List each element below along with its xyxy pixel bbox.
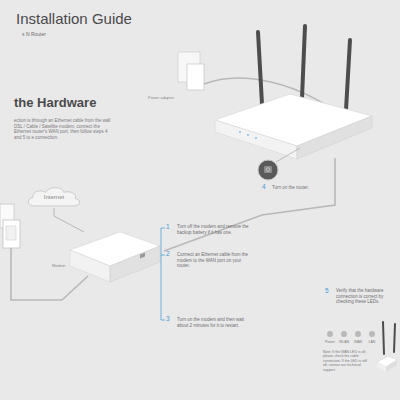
step-text: Verify that the hardware connection is c… xyxy=(336,288,392,305)
callout-number: 3 xyxy=(166,315,175,323)
router-body xyxy=(215,94,372,159)
note-text: Note: If the WAN LED is off, please chec… xyxy=(323,350,371,372)
subtitle: s N Router xyxy=(22,31,102,37)
ethernet-cable xyxy=(164,158,335,251)
led-name: Power xyxy=(322,340,338,344)
callout-number: 4 xyxy=(262,183,271,191)
step-text: Connect an Ethernet cable from the modem… xyxy=(177,252,255,269)
led-name: WLAN xyxy=(336,340,352,344)
callout-number: 1 xyxy=(166,223,175,231)
step-text: Turn on the router. xyxy=(272,185,334,191)
step-text: Turn on the modem and then wait about 2 … xyxy=(177,317,255,328)
callout-number: 5 xyxy=(325,287,334,295)
power-adapter xyxy=(178,52,204,90)
power-button-magnifier xyxy=(258,148,300,180)
router-antenna xyxy=(258,26,350,110)
step-text: Turn off the modem and remove the backup… xyxy=(177,224,255,235)
led-icons xyxy=(327,331,375,337)
internet-cloud: Internet xyxy=(26,185,82,208)
callout-number: 2 xyxy=(166,250,175,258)
small-router xyxy=(377,322,397,372)
led-name: LAN xyxy=(364,340,380,344)
intro-note: ection is through an Ethernet cable from… xyxy=(14,118,114,141)
part-name: Power adapter xyxy=(148,95,192,100)
modem: Modem xyxy=(70,232,160,282)
node-text: Internet xyxy=(44,194,64,201)
node-text: Modem xyxy=(52,264,65,269)
modem-body xyxy=(70,232,160,282)
connector-line xyxy=(54,208,84,232)
section-heading: the Hardware xyxy=(14,95,154,111)
led-name: WAN xyxy=(350,340,366,344)
wall-outlet xyxy=(0,204,20,248)
step-leader-lines xyxy=(161,228,165,320)
guide-title: Installation Guide xyxy=(16,10,132,29)
